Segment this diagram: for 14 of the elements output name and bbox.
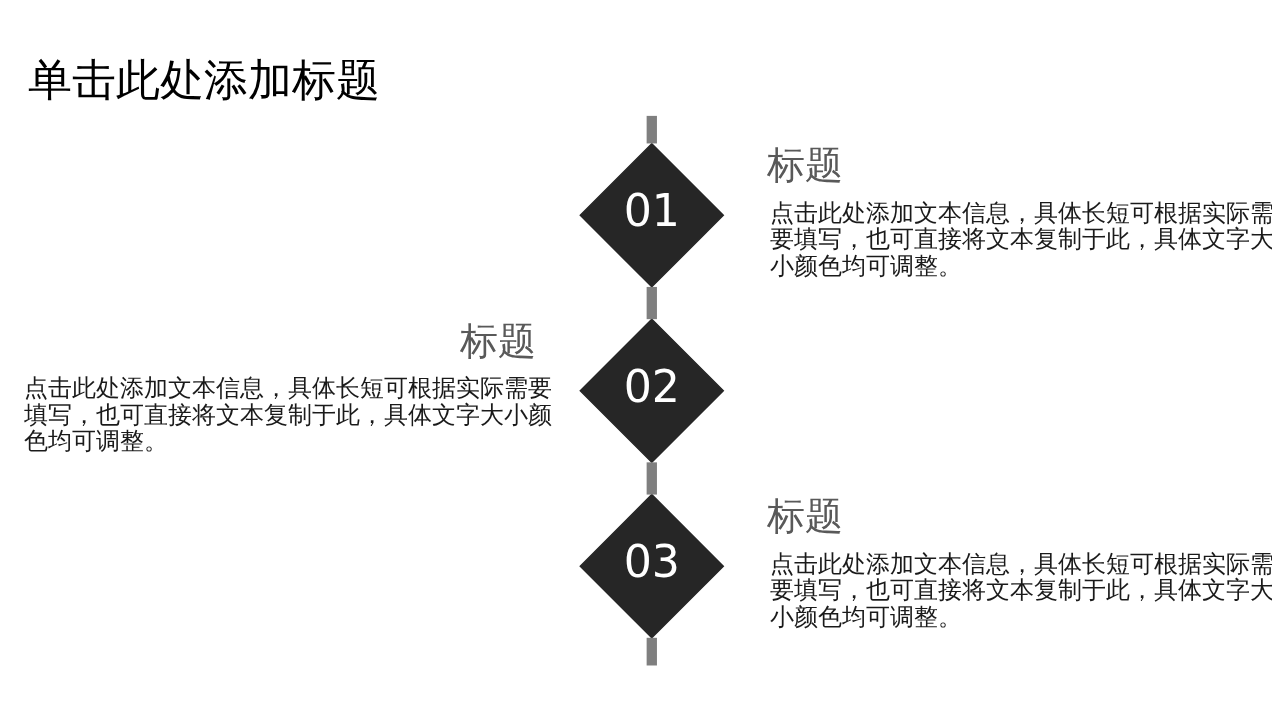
- node-label: 标题: [460, 317, 537, 363]
- diagram-title: 单击此处添加标题: [27, 53, 380, 105]
- node-diamond: 02: [579, 317, 725, 463]
- node-label: 点击此处添加文本信息，具体长短可根据实际需要填写，也可直接将文本复制于此，具体文字大小颜色均可调整。: [769, 549, 1274, 631]
- node-diamond: 01: [579, 142, 725, 288]
- node-label: 点击此处添加文本信息，具体长短可根据实际需要填写，也可直接将文本复制于此，具体文字大小颜色均可调整。: [769, 198, 1274, 280]
- connector: [646, 461, 657, 495]
- node-label: 点击此处添加文本信息，具体长短可根据实际需要填写，也可直接将文本复制于此，具体文字大小颜色均可调整。: [23, 373, 552, 455]
- connector: [646, 115, 657, 143]
- connector: [646, 637, 657, 665]
- connector: [646, 286, 657, 319]
- node-diamond: 03: [579, 493, 725, 639]
- node-label: 标题: [766, 492, 843, 538]
- node-label: 标题: [766, 141, 843, 187]
